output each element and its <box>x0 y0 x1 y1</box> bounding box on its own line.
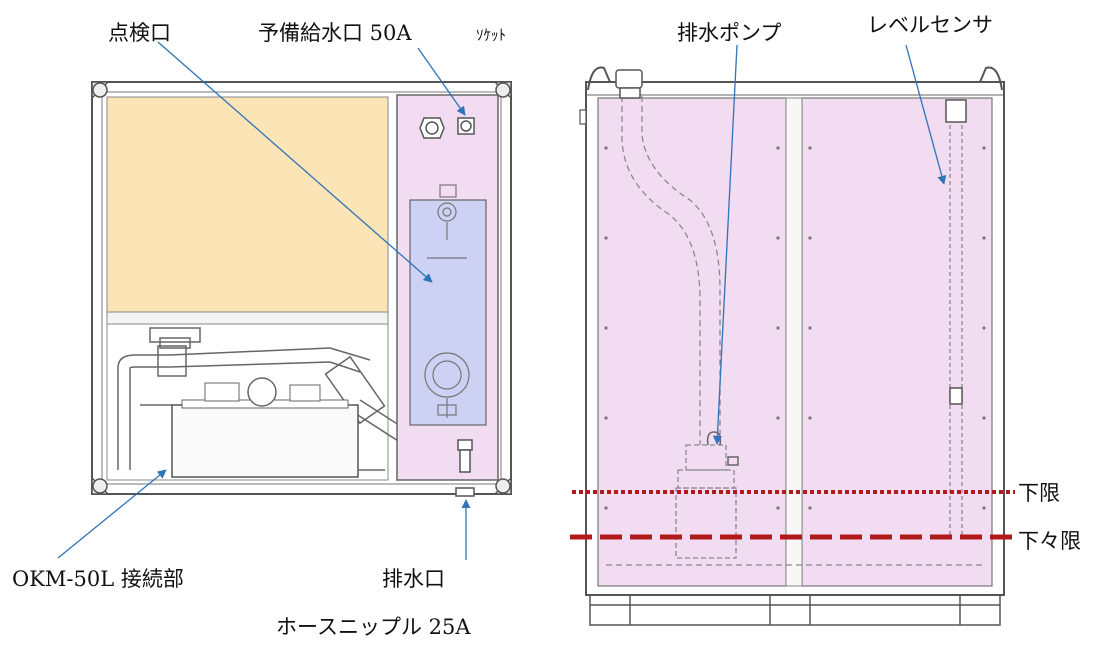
label-inspection-port: 点検口 <box>108 21 171 45</box>
label-level-sensor: レベルセンサ <box>867 13 993 37</box>
level-sensor-body <box>949 125 963 535</box>
pump-discharge-pipe <box>621 96 721 445</box>
label-okm-connection: OKM-50L 接続部 <box>12 567 184 591</box>
lifting-hooks <box>587 66 1003 91</box>
inspection-window-internals <box>424 184 470 418</box>
label-lower-limit: 下限 <box>1018 481 1060 505</box>
piping <box>117 327 431 470</box>
tank-box <box>171 404 359 478</box>
inspection-window <box>409 199 487 426</box>
spare-inlet-fittings <box>419 117 475 139</box>
base-skid <box>589 594 1001 626</box>
leader-drain-pump <box>712 44 738 445</box>
label-hose-nipple: ホースニップル 25A <box>276 615 471 639</box>
leader-okm-connection <box>57 469 167 559</box>
label-spare-inlet-suffix: ｿｹｯﾄ <box>476 26 506 44</box>
leader-inspection-port <box>157 41 433 283</box>
pipe-top-fitting <box>615 69 643 99</box>
label-drain-port: 排水口 <box>382 567 445 591</box>
leader-spare-inlet <box>417 47 466 116</box>
left-unit <box>91 81 512 497</box>
label-drain-pump: 排水ポンプ <box>677 21 781 45</box>
pink-panel-right <box>801 97 993 587</box>
leader-level-sensor <box>905 44 947 185</box>
label-spare-inlet: 予備給水口 50A <box>258 21 412 45</box>
tan-panel <box>106 96 389 313</box>
right-unit <box>579 66 1005 626</box>
corner-brackets <box>91 81 512 495</box>
drain-fitting <box>455 439 475 497</box>
label-lower-lower-limit: 下々限 <box>1018 529 1081 553</box>
pink-panel-left <box>597 97 787 587</box>
drain-pump-body <box>675 444 737 559</box>
